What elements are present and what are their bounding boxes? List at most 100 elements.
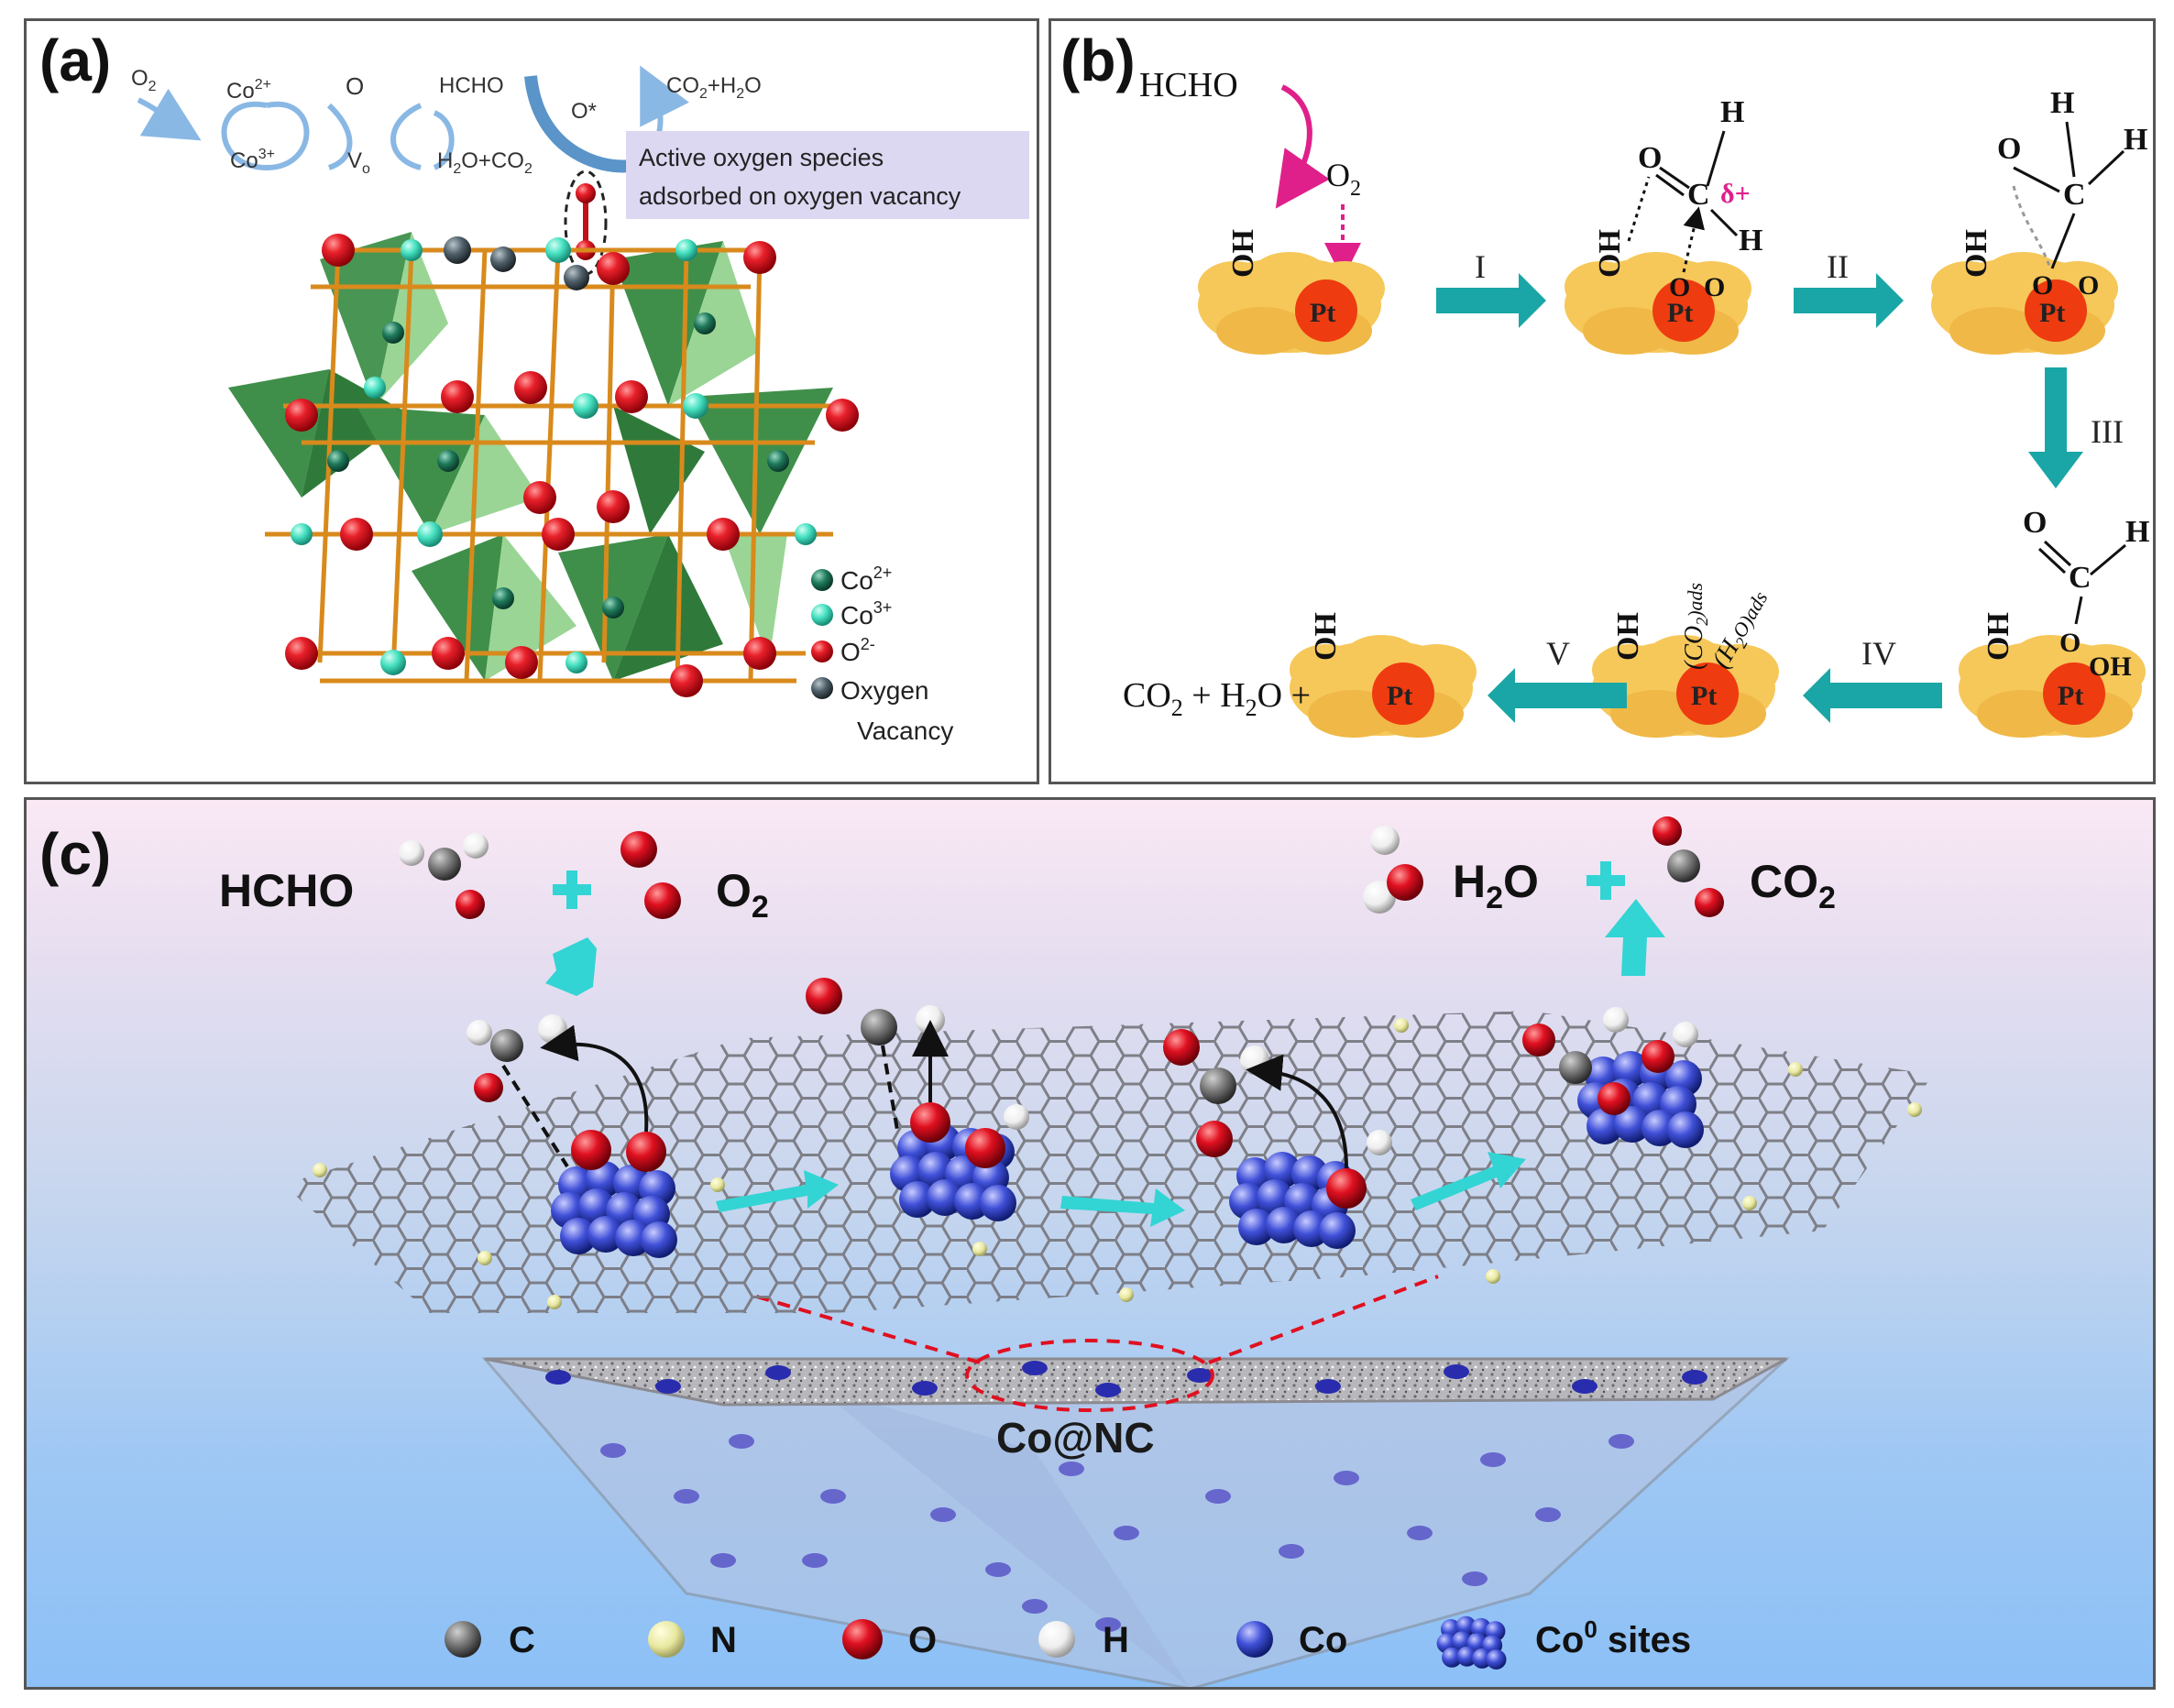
atoms (285, 234, 859, 697)
svg-text:O: O (2059, 628, 2081, 658)
delta-plus: δ+ (1720, 179, 1751, 209)
co2-label: CO2 (1750, 856, 1836, 915)
oh-group: OH (1226, 229, 1260, 278)
svg-text:O: O (1704, 272, 1725, 302)
hcho-molecule (399, 833, 489, 919)
panel-c: (c) (24, 797, 2156, 1690)
spinel-structure (228, 232, 833, 681)
zoom-ellipse (965, 1339, 1214, 1412)
stage-3-intermediate (1163, 1029, 1392, 1209)
pt-site (1295, 279, 1357, 342)
co0-cluster (551, 1161, 677, 1258)
svg-text:OH: OH (2089, 651, 2132, 682)
panel-a-legend: Co2+ Co3+ O2- Oxygen Vacancy (811, 564, 953, 745)
plus-sign (553, 870, 591, 909)
svg-text:OH: OH (1309, 612, 1343, 661)
legend-n: N (710, 1620, 737, 1660)
legend-vacancy-marker (811, 677, 833, 699)
arrow-step-2 (1794, 273, 1904, 328)
legend-co-marker (1236, 1621, 1273, 1658)
co0-cluster (1577, 1051, 1704, 1148)
h2o-molecule (1363, 826, 1423, 914)
svg-text:H: H (2050, 86, 2074, 120)
svg-text:C: C (1687, 178, 1710, 212)
legend-h-marker (1038, 1621, 1075, 1658)
step-label-2: II (1827, 248, 1849, 285)
hcho-attack-arrow (1275, 84, 1330, 209)
legend-co0-sites: Co0 sites (1535, 1615, 1691, 1660)
arrow-step-3 (2028, 367, 2083, 488)
svg-text:C: C (2069, 561, 2092, 595)
svg-text:OH: OH (1593, 229, 1627, 278)
legend-vacancy-line1: Oxygen (840, 676, 929, 705)
svg-text:Pt: Pt (1667, 298, 1693, 328)
legend-co3plus-marker (811, 604, 833, 626)
step-label-3: III (2091, 413, 2124, 450)
arrow-step-1 (1436, 273, 1546, 328)
cycle-hcho: HCHO (439, 73, 504, 98)
stage-arrows (545, 899, 1665, 1227)
legend-co2plus-marker (811, 569, 833, 591)
o2-label: O2 (716, 865, 769, 925)
step-label-5: V (1546, 635, 1570, 672)
state-6: Pt OH (1290, 612, 1477, 738)
hcho-reactant: HCHO (1139, 66, 1238, 104)
svg-text:Pt: Pt (1691, 681, 1717, 711)
adsorbed-o2-ring (564, 170, 608, 276)
state-1: Pt OH (1198, 229, 1385, 355)
legend-co0-sites-marker (1436, 1615, 1507, 1670)
legend-co2plus: Co2+ (840, 564, 892, 595)
state-2: Pt OH O O C O H H δ+ (1565, 95, 1762, 355)
co2-molecule (1652, 816, 1724, 917)
callout-box (626, 131, 1029, 219)
legend-co3plus: Co3+ (840, 598, 892, 630)
legend-vacancy-line2: Vacancy (857, 717, 953, 745)
svg-text:H: H (1720, 95, 1744, 129)
state-3: Pt OH O O O C H H (1931, 86, 2147, 355)
cycle-co2-h2o: CO2+H2O (666, 73, 762, 102)
legend-co: Co (1299, 1620, 1347, 1660)
svg-text:H: H (2125, 515, 2149, 549)
legend-o-marker (842, 1619, 883, 1659)
panel-c-figure: Co@NC (219, 816, 1933, 1687)
svg-text:OH: OH (1960, 229, 1993, 278)
step-label-1: I (1475, 248, 1486, 285)
legend-n-marker (648, 1621, 685, 1658)
svg-text:O: O (2023, 506, 2047, 540)
cycle-co2plus: Co2+ (226, 77, 271, 104)
stage-4-products-forming (1522, 1007, 1698, 1115)
legend-h: H (1103, 1620, 1129, 1660)
callout-line1: Active oxygen species (639, 144, 884, 171)
svg-text:O: O (2078, 270, 2099, 301)
svg-text:OH: OH (1982, 612, 2015, 661)
adsorbed-o-atom (576, 183, 596, 203)
o2-molecule (620, 831, 681, 919)
svg-text:H: H (1739, 224, 1762, 257)
svg-text:Pt: Pt (2058, 681, 2083, 711)
svg-text:Pt: Pt (2039, 298, 2065, 328)
legend-c: C (509, 1620, 535, 1660)
cycle-co3plus: Co3+ (230, 147, 275, 173)
arrow-step-5 (1488, 668, 1627, 723)
cycle-o: O (346, 72, 364, 100)
svg-text:O: O (1997, 132, 2021, 166)
svg-text:H: H (2124, 123, 2147, 157)
h2o-label: H2O (1453, 856, 1539, 915)
svg-text:OH: OH (1611, 612, 1645, 661)
cycle-vo: Vo (347, 148, 370, 177)
panel-a: (a) O2 Co2+ Co3+ O Vo HCHO H2O+CO2 O* (24, 18, 1039, 784)
panel-a-label: (a) (39, 27, 112, 93)
cycle-o2: O2 (131, 66, 157, 94)
pt-label: Pt (1310, 298, 1335, 328)
cycle-h2o-co2: H2O+CO2 (437, 148, 533, 177)
panel-a-figure: O2 Co2+ Co3+ O Vo HCHO H2O+CO2 O* CO2+H2… (131, 65, 1029, 745)
cycle-ostar: O* (571, 99, 597, 124)
o2-reactant: O2 (1326, 157, 1361, 201)
state-5: Pt OH (CO2)ads (H2O)ads (1592, 583, 1779, 738)
stage-1-adsorption (467, 1014, 666, 1172)
svg-text:C: C (2063, 178, 2086, 212)
support-label: Co@NC (996, 1414, 1155, 1462)
co-nc-support (481, 1275, 1790, 1687)
stage-2-intermediate (806, 978, 1029, 1168)
panel-b: (b) HCHO O2 Pt OH I (1049, 18, 2156, 784)
